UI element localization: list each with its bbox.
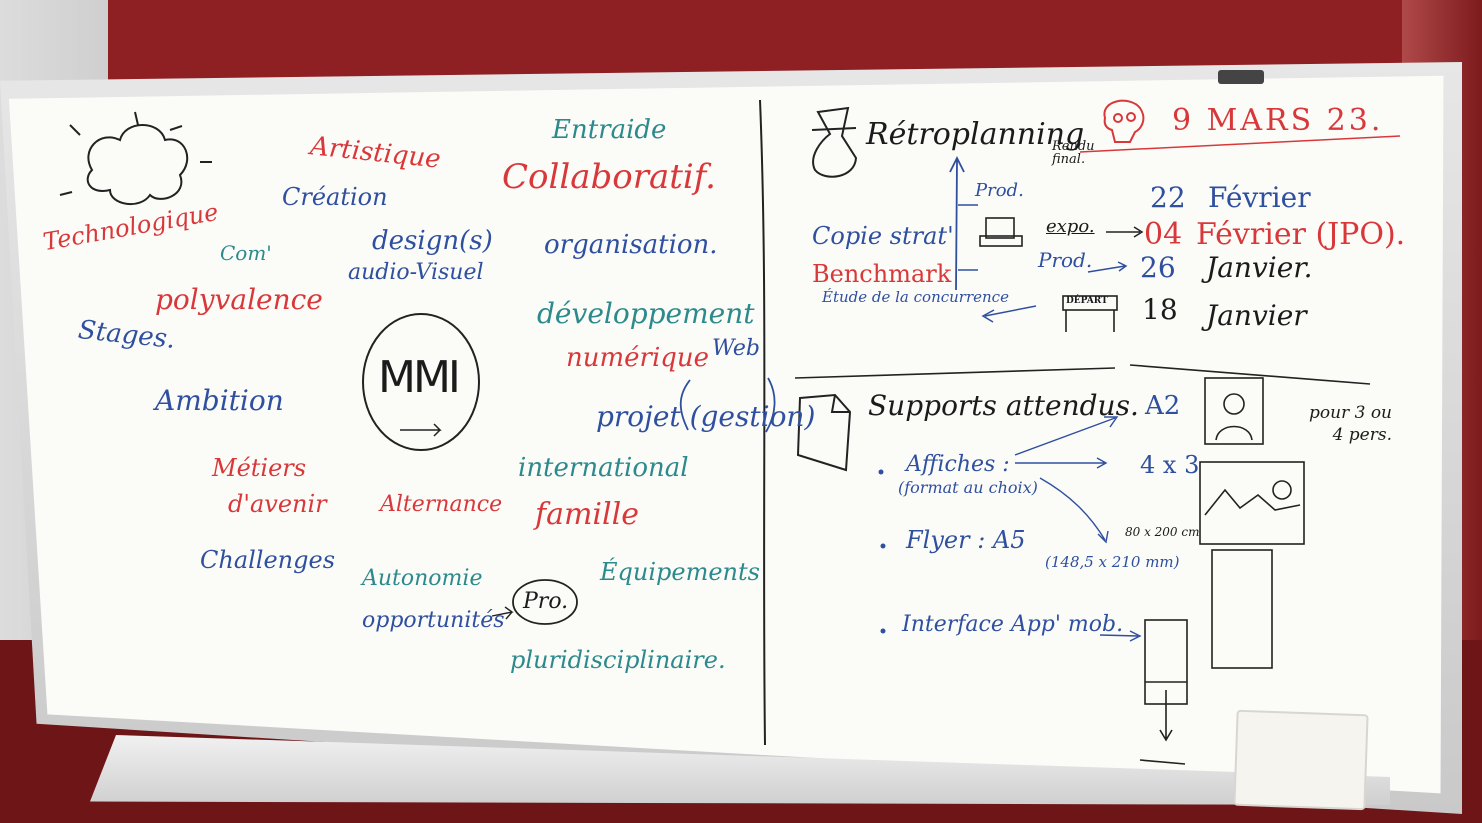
word-developpement: développement — [537, 297, 755, 330]
arrow-etude — [981, 305, 1037, 323]
supports-interface: Interface App' mob. — [902, 612, 1124, 637]
word-equipements: Équipements — [600, 558, 760, 586]
word-numerique: numérique — [566, 343, 710, 373]
word-web: Web — [712, 336, 760, 361]
retro-title: Rétroplanning — [866, 117, 1085, 152]
retro-date-final: 9 MARS 23. — [1172, 103, 1384, 138]
hourglass-drawing — [811, 106, 858, 178]
retro-copie-strat: Copie strat' — [812, 222, 954, 250]
timeline-arrow — [949, 155, 965, 291]
retro-d04: 04 — [1144, 217, 1183, 252]
bullet — [878, 469, 884, 475]
word-challenges: Challenges — [200, 546, 336, 574]
word-international: international — [518, 453, 689, 483]
word-ambition: Ambition — [155, 384, 284, 417]
retro-etude: Étude de la concurrence — [822, 288, 1009, 306]
word-audio-visuel: audio-Visuel — [348, 260, 484, 285]
retro-depart: DÉPART — [1066, 296, 1108, 306]
retro-jan1: Janvier. — [1206, 251, 1313, 284]
word-pluridisciplinaire: pluridisciplinaire. — [510, 646, 726, 674]
retro-rendu-final: Rendu final. — [1052, 139, 1095, 167]
vertical-divider — [759, 99, 766, 746]
supports-80x200: 80 x 200 cm — [1125, 525, 1200, 539]
word-projet: projet (gestion) — [596, 400, 816, 433]
date-underline — [1079, 135, 1401, 153]
mmi-underline — [400, 423, 442, 437]
retro-expo: expo. — [1046, 216, 1095, 237]
poster-a2-drawing — [1204, 377, 1264, 445]
retro-d22: 22 — [1150, 181, 1186, 214]
supports-affiches: Affiches : — [906, 452, 1010, 477]
word-famille: famille — [535, 497, 639, 532]
depart-sign — [1062, 295, 1118, 332]
word-mmi: MMI — [378, 352, 461, 403]
pro-circle — [512, 579, 578, 625]
gestion-bracket — [679, 377, 776, 433]
word-creation: Création — [282, 183, 388, 211]
expo-drawing — [979, 217, 1023, 247]
supports-a2: A2 — [1145, 391, 1181, 421]
word-designs: design(s) — [372, 226, 493, 256]
word-pro: Pro. — [523, 589, 569, 614]
mmi-circle — [362, 313, 480, 451]
phone-drawing — [1139, 619, 1188, 765]
kakemono-drawing — [1211, 549, 1273, 669]
word-opportunites: opportunités — [362, 608, 505, 633]
cloud-drawing — [59, 111, 212, 205]
retro-feb1: Février — [1208, 181, 1311, 214]
word-collaboratif: Collaboratif. — [502, 157, 716, 197]
supports-format: (format au choix) — [898, 478, 1038, 497]
retro-benchmark: Benchmark — [812, 260, 952, 288]
word-com: Com' — [220, 241, 272, 265]
section-line — [794, 367, 1116, 379]
document-icon-drawing — [796, 393, 852, 472]
supports-flyer-dims: (148,5 x 210 mm) — [1045, 553, 1180, 571]
word-organisation: organisation. — [544, 230, 718, 260]
supports-4x3: 4 x 3 — [1140, 451, 1200, 479]
word-autonomie: Autonomie — [362, 566, 483, 591]
supports-flyer: Flyer : A5 — [906, 526, 1026, 554]
magnet-holder — [1233, 709, 1369, 811]
retro-d18: 18 — [1142, 293, 1178, 326]
retro-prod2: Prod. — [1038, 248, 1093, 272]
retro-jan2: Janvier — [1206, 299, 1307, 332]
arrow-expo — [1106, 226, 1144, 238]
retro-feb2: Février (JPO). — [1196, 217, 1406, 252]
marker-cap — [1218, 70, 1264, 84]
pro-arrow — [491, 606, 514, 620]
word-polyvalence: polyvalence — [155, 283, 323, 316]
arrow-prod — [1087, 261, 1128, 273]
word-davenir: d'avenir — [228, 490, 327, 518]
word-alternance: Alternance — [380, 492, 503, 517]
retro-prod-label: Prod. — [975, 180, 1024, 201]
word-metiers: Métiers — [212, 454, 307, 482]
supports-pour: pour 3 ou 4 pers. — [1309, 403, 1392, 446]
retro-d26: 26 — [1140, 251, 1176, 284]
word-entraide: Entraide — [552, 115, 667, 145]
skull-drawing — [1103, 99, 1145, 143]
supports-title: Supports attendus. — [868, 389, 1139, 422]
poster-4x3-drawing — [1199, 461, 1305, 545]
